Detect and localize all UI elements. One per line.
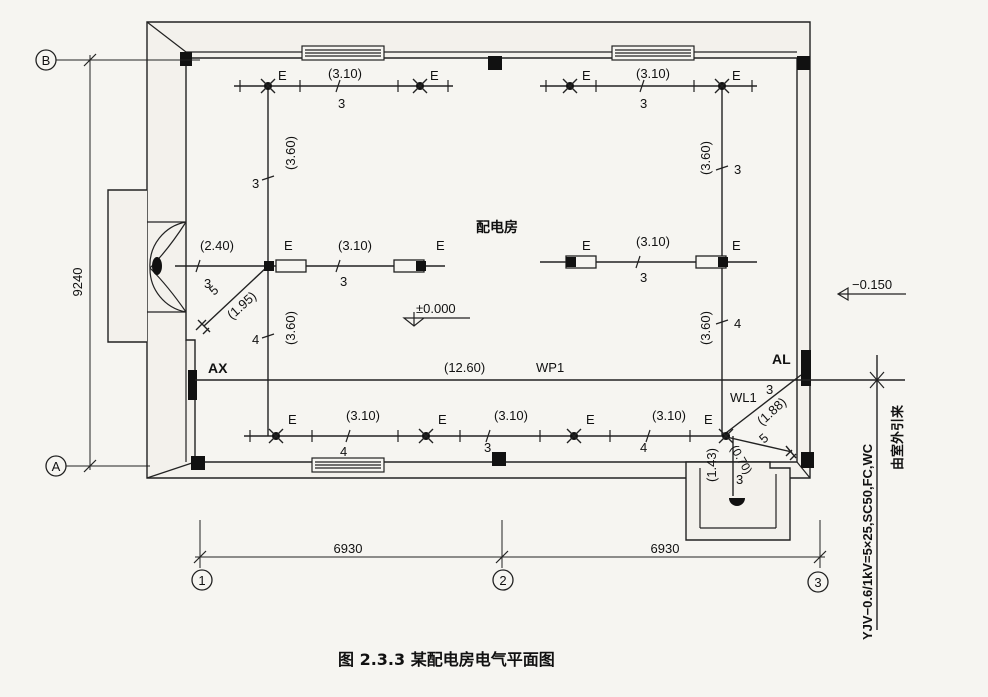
elevation-markers (402, 286, 906, 327)
seg-right-vert-lower-count: 4 (734, 316, 741, 331)
lamp-icon (412, 78, 428, 94)
figure-caption: 图 2.3.3 某配电房电气平面图 (338, 650, 555, 669)
seg-mid-left-stub-len: (2.40) (200, 238, 234, 253)
seg-top-right-len: (3.10) (636, 66, 670, 81)
wire-count-ticks (195, 79, 753, 443)
seg-right-vert-upper-len: (3.60) (698, 141, 713, 175)
seg-right-down-len: (1.43) (704, 448, 719, 482)
switches (195, 319, 797, 461)
elevation-outside: −0.150 (852, 277, 892, 292)
seg-right-down-count: 3 (736, 472, 743, 487)
seg-wl1-name: WL1 (730, 390, 757, 405)
axis-bubble-2 (492, 569, 514, 591)
axis-bubble-a (45, 455, 67, 477)
panel-ax: AX (208, 360, 228, 376)
axis-label-2: 2 (499, 573, 506, 588)
fixture-label-e: E (430, 68, 439, 83)
axis-bubbles: B A 1 2 3 (35, 49, 829, 593)
lamp-icon (562, 78, 578, 94)
elevation-floor: ±0.000 (416, 301, 456, 316)
seg-bottom-b-len: (3.10) (494, 408, 528, 423)
dimension-lines (55, 53, 827, 568)
seg-wp1-name: WP1 (536, 360, 564, 375)
seg-mid-right-count: 3 (640, 270, 647, 285)
dim-height: 9240 (70, 268, 85, 297)
fluorescent-lamp-icon (565, 255, 597, 269)
fixture-label-e: E (278, 68, 287, 83)
seg-left-vert-lower-len: (3.60) (283, 311, 298, 345)
fixture-label-e: E (732, 238, 741, 253)
fluorescent-lamp-icon (393, 259, 426, 273)
fixture-label-e: E (288, 412, 297, 427)
seg-top-left-len: (3.10) (328, 66, 362, 81)
switch-icon (195, 319, 211, 335)
building-walls (146, 21, 811, 479)
cable-trench (685, 461, 791, 541)
seg-right-vert-upper-count: 3 (734, 162, 741, 177)
axis-label-b: B (42, 53, 51, 68)
left-entrance (107, 189, 187, 343)
fixture-label-e: E (438, 412, 447, 427)
fixture-label-e: E (436, 238, 445, 253)
seg-mid-left-stub-count: 3 (204, 276, 211, 291)
seg-bottom-c-count: 4 (640, 440, 647, 455)
seg-wp1-len: (12.60) (444, 360, 485, 375)
axis-label-3: 3 (814, 575, 821, 590)
ceiling-lamps (260, 78, 734, 444)
seg-left-vert-lower-count: 4 (252, 332, 259, 347)
lamp-icon (260, 78, 276, 94)
seg-mid-right-len: (3.10) (636, 234, 670, 249)
lamp-icon (718, 428, 734, 444)
seg-bottom-a-count: 4 (340, 444, 347, 459)
lamp-icon (268, 428, 284, 444)
fixture-label-e: E (582, 238, 591, 253)
fixture-label-e: E (284, 238, 293, 253)
panel-al: AL (772, 351, 791, 367)
seg-mid-left-count: 3 (340, 274, 347, 289)
axis-bubble-b (35, 49, 57, 71)
fixture-label-e: E (732, 68, 741, 83)
lamp-icon (714, 78, 730, 94)
seg-right-vert-lower-len: (3.60) (698, 311, 713, 345)
cable-source: 由室外引来 (890, 404, 906, 470)
seg-left-vert-upper-count: 3 (252, 176, 259, 191)
axis-label-1: 1 (198, 573, 205, 588)
seg-bottom-a-len: (3.10) (346, 408, 380, 423)
windows (301, 45, 695, 473)
seg-top-right-count: 3 (640, 96, 647, 111)
fixture-label-e: E (704, 412, 713, 427)
dim-span-left: 6930 (334, 541, 363, 556)
axis-bubble-1 (191, 569, 213, 591)
seg-wl1-count: 3 (766, 382, 773, 397)
structural-columns (180, 52, 814, 470)
fluorescent-lamp-icon (695, 255, 728, 269)
lamp-icon (418, 428, 434, 444)
fluorescent-fixtures (264, 255, 728, 273)
seg-bottom-b-count: 3 (484, 440, 491, 455)
lamp-icon (566, 428, 582, 444)
axis-bubble-3 (807, 571, 829, 593)
room-name: 配电房 (476, 219, 518, 236)
switch-icon (785, 445, 797, 461)
fixture-label-e: E (586, 412, 595, 427)
seg-mid-left-len: (3.10) (338, 238, 372, 253)
axis-label-a: A (52, 459, 61, 474)
dim-span-right: 6930 (651, 541, 680, 556)
fluorescent-lamp-icon (264, 259, 307, 273)
cable-spec: YJV−0.6/1kV=5×25,SC50,FC,WC (860, 443, 875, 640)
seg-top-left-count: 3 (338, 96, 345, 111)
seg-left-vert-upper-len: (3.60) (283, 136, 298, 170)
fixture-label-e: E (582, 68, 591, 83)
seg-bottom-c-len: (3.10) (652, 408, 686, 423)
